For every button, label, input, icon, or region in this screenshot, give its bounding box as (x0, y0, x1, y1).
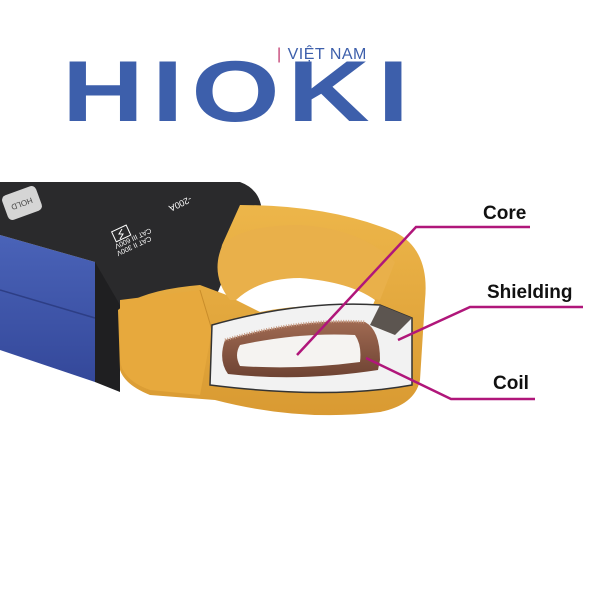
clamp-jaw (118, 205, 426, 416)
warning-symbol-icon (110, 224, 132, 243)
callout-lines (296, 225, 583, 401)
core-label: Core (483, 203, 527, 224)
logo-subtitle-text: VIỆT NAM (287, 46, 367, 63)
coil-label: Coil (493, 373, 529, 394)
logo-wordmark: HIOKI (62, 44, 417, 140)
shielding-callout-line (397, 305, 583, 342)
logo-subtitle: | VIỆT NAM (277, 46, 367, 64)
meter-body: HOLD CAT III 600V CAT II 300V -200A (0, 182, 262, 392)
logo-accent-bar: | (277, 46, 282, 63)
hold-button: HOLD (2, 186, 42, 220)
core-callout-line (296, 225, 530, 356)
core (237, 334, 361, 368)
coil-callout-line (365, 356, 535, 401)
hioki-logo: HIOKI | VIỆT NAM (62, 44, 409, 135)
shielding-label: Shielding (487, 282, 573, 303)
